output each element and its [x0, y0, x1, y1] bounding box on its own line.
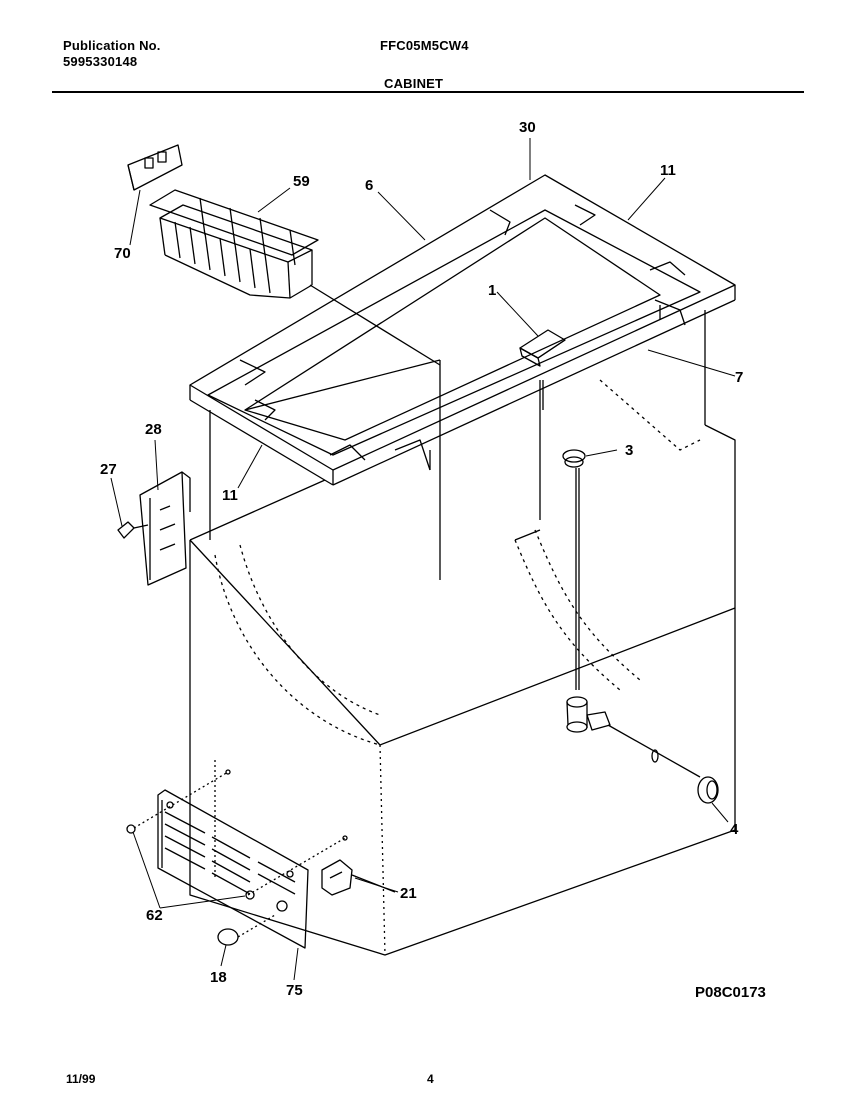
callout-1: 1 [488, 282, 496, 299]
interior-liner-edge [244, 284, 441, 411]
callout-59: 59 [293, 173, 310, 190]
callout-11-left: 11 [222, 487, 238, 504]
leader-lines [110, 138, 736, 981]
callout-11-top: 11 [660, 162, 676, 179]
callout-7: 7 [735, 369, 743, 386]
basket-hanger [127, 144, 183, 191]
header-rule [52, 91, 804, 93]
drain-plug [562, 449, 586, 690]
callout-3: 3 [625, 442, 633, 459]
footer-date: 11/99 [66, 1072, 96, 1086]
callout-75: 75 [286, 982, 303, 999]
callout-62: 62 [146, 907, 163, 924]
drain-cap [697, 776, 719, 804]
callout-28: 28 [145, 421, 162, 438]
callout-70: 70 [114, 245, 131, 262]
section-title: CABINET [384, 76, 444, 91]
cabinet-body [189, 310, 736, 956]
callout-30: 30 [519, 119, 536, 136]
page-number: 4 [427, 1072, 434, 1086]
callout-4: 4 [730, 821, 739, 838]
grille-panel [157, 789, 309, 949]
publication-label: Publication No. [63, 38, 161, 53]
lid-switch [519, 329, 566, 367]
grille-screws [126, 769, 348, 900]
drawing-id: P08C0173 [695, 984, 766, 1001]
callout-21: 21 [400, 885, 417, 902]
callout-27: 27 [100, 461, 117, 478]
callout-18: 18 [210, 969, 227, 986]
screw [117, 521, 149, 539]
model-number: FFC05M5CW4 [380, 38, 469, 53]
publication-number: 5995330148 [63, 54, 138, 69]
drain-tube [566, 696, 701, 778]
callout-6: 6 [365, 177, 373, 194]
leveling-foot [217, 914, 276, 946]
wire-basket [149, 189, 319, 299]
thermostat-bracket [139, 471, 191, 586]
breaker-frame [189, 174, 736, 486]
